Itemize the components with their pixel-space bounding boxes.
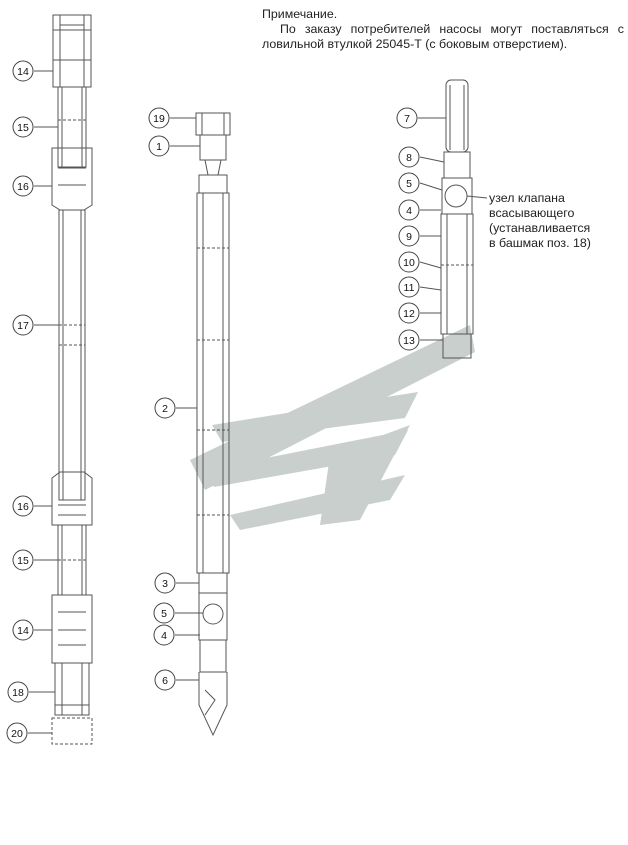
callout-line-1: узел клапана — [489, 191, 565, 205]
position-circle — [396, 107, 418, 129]
position-number: 8 — [406, 152, 412, 164]
position-number: 5 — [161, 608, 167, 620]
position-number: 16 — [17, 501, 29, 513]
position-circle — [12, 314, 34, 336]
position-circle — [154, 572, 176, 594]
position-circle — [398, 225, 420, 247]
watermark-logo — [190, 325, 475, 530]
position-circle — [154, 397, 176, 419]
position-circle — [398, 172, 420, 194]
callout-line-4: в башмак поз. 18) — [489, 236, 591, 250]
note-body: По заказу потребителей насосы могут пост… — [262, 22, 624, 51]
position-number: 13 — [403, 335, 415, 347]
position-number: 7 — [404, 113, 410, 125]
leader-line — [419, 156, 445, 163]
callout-line-2: всасывающего — [489, 206, 575, 220]
position-number: 18 — [12, 687, 24, 699]
position-number: 17 — [17, 320, 29, 332]
right-labels: 7 8 5 4 9 10 11 12 13 — [396, 107, 446, 351]
position-number: 2 — [162, 403, 168, 415]
position-circle — [12, 549, 34, 571]
left-labels: 14 15 16 17 16 15 14 18 20 — [6, 60, 59, 744]
position-number: 4 — [161, 630, 167, 642]
position-number: 6 — [162, 675, 168, 687]
valve-callout: узел клапана всасывающего (устанавливает… — [489, 191, 591, 251]
position-number: 3 — [162, 578, 168, 590]
position-circle — [153, 602, 175, 624]
position-number: 12 — [403, 308, 415, 320]
position-circle — [7, 681, 29, 703]
leader-line — [419, 182, 443, 191]
position-number: 11 — [404, 282, 415, 294]
position-circle — [12, 619, 34, 641]
middle-labels: 19 1 2 3 5 4 6 — [148, 107, 203, 691]
position-number: 4 — [406, 205, 412, 217]
callout-line-3: (устанавливается — [489, 221, 591, 235]
position-number: 14 — [17, 625, 29, 637]
position-circle — [398, 199, 420, 221]
left-column-barrel — [51, 14, 93, 745]
position-number: 15 — [17, 122, 29, 134]
position-circle — [398, 146, 420, 168]
position-circle — [153, 624, 175, 646]
position-circle — [12, 175, 34, 197]
leader-line — [419, 261, 442, 269]
position-circle — [12, 60, 34, 82]
position-circle — [6, 722, 28, 744]
position-number: 15 — [17, 555, 29, 567]
position-circle — [398, 276, 420, 298]
note-title: Примечание. — [262, 7, 338, 21]
position-number: 5 — [406, 178, 412, 190]
position-circle — [12, 495, 34, 517]
position-number: 9 — [406, 231, 412, 243]
position-circle — [398, 329, 420, 351]
position-number: 10 — [403, 257, 415, 269]
position-circle — [148, 107, 170, 129]
position-circle — [154, 669, 176, 691]
position-circle — [398, 251, 420, 273]
position-circle — [148, 135, 170, 157]
position-number: 16 — [17, 181, 29, 193]
position-number: 1 — [156, 141, 162, 153]
right-column-valve — [440, 79, 474, 359]
note-block: Примечание. По заказу потребителей насос… — [262, 7, 624, 52]
leader-line — [419, 286, 442, 291]
position-number: 20 — [11, 728, 23, 740]
position-number: 14 — [17, 66, 29, 78]
position-circle — [12, 116, 34, 138]
position-circle — [398, 302, 420, 324]
position-number: 19 — [153, 113, 165, 125]
